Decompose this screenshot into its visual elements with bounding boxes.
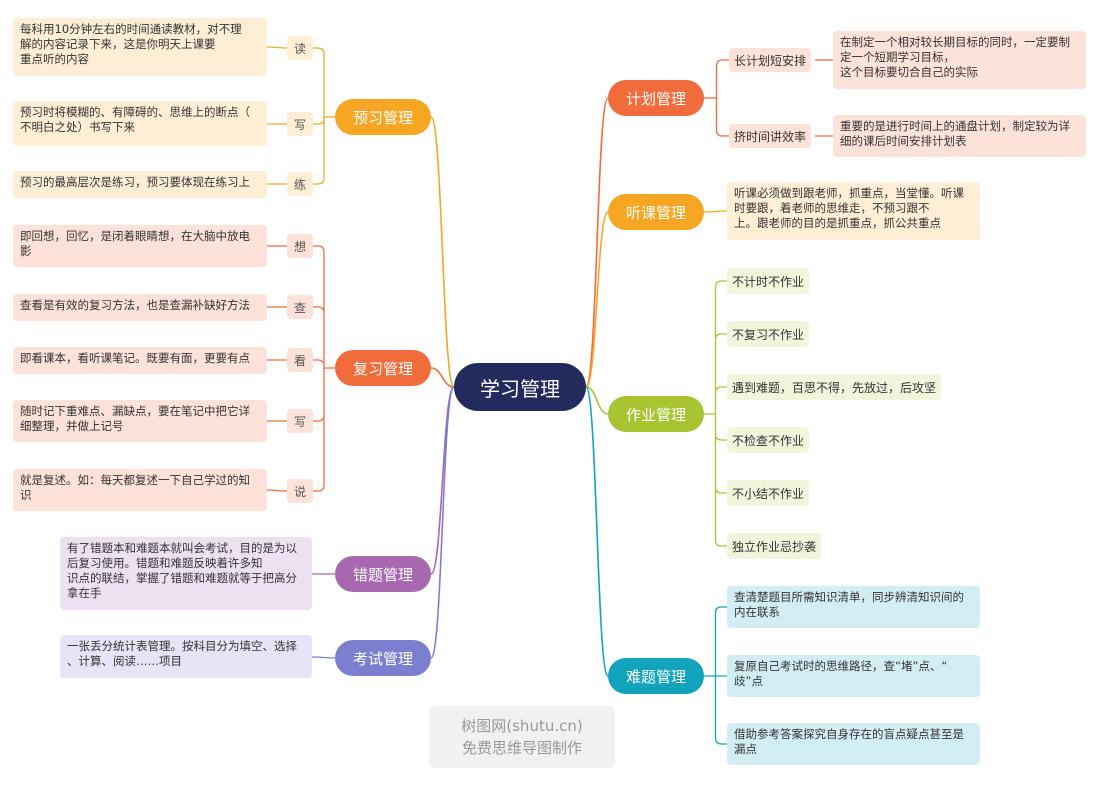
connector-line [703, 210, 728, 213]
preview-leaf-write[interactable]: 预习时将模糊的、有障碍的、思维上的断点（ 不明白之处）书写下来 [13, 101, 267, 146]
homework-item[interactable]: 不检查不作业 [727, 427, 810, 453]
connector-line [585, 386, 609, 677]
connector-line [266, 46, 288, 49]
watermark-line-2: 免费思维导图制作 [461, 739, 582, 757]
branch-preview[interactable]: 预习管理 [335, 99, 431, 135]
homework-item[interactable]: 独立作业忌抄袭 [727, 533, 822, 559]
connector-line [430, 386, 455, 575]
preview-tag-practice[interactable]: 练 [287, 172, 313, 196]
branch-review[interactable]: 复习管理 [335, 350, 431, 386]
connector-bracket [313, 47, 335, 185]
connector-line [585, 211, 609, 388]
connector-bracket [704, 59, 729, 137]
preview-leaf-practice[interactable]: 预习的最高层次是练习，预习要体现在练习上 [13, 171, 267, 198]
connector-line [430, 386, 455, 659]
connector-bracket [704, 606, 727, 745]
plan-leaf-squeeze-time[interactable]: 重要的是进行时间上的通盘计划，制定较为详 细的课后时间安排计划表 [833, 115, 1086, 157]
review-tag-think[interactable]: 想 [287, 234, 313, 258]
preview-leaf-read[interactable]: 每科用10分钟左右的时间通读教材，对不理 解的内容记录下来，这是你明天上课要 重… [13, 18, 267, 76]
branch-mistake[interactable]: 错题管理 [335, 556, 431, 592]
review-leaf-say[interactable]: 就是复述。如：每天都复述一下自己学过的知 识 [13, 469, 267, 511]
homework-item[interactable]: 不计时不作业 [727, 268, 810, 294]
plan-leaf-long-short[interactable]: 在制定一个相对较长期目标的同时，一定要制 定一个短期学习目标， 这个目标要切合自… [833, 31, 1086, 89]
connector-line [311, 656, 336, 659]
plan-tag-long-short[interactable]: 长计划短安排 [729, 48, 812, 72]
difficult-leaf[interactable]: 借助参考答案探究自身存在的盲点疑点甚至是 漏点 [727, 723, 980, 765]
review-tag-say[interactable]: 说 [287, 479, 313, 503]
branch-difficult[interactable]: 难题管理 [608, 658, 704, 694]
homework-item[interactable]: 不小结不作业 [727, 480, 810, 506]
connector-bracket [704, 280, 727, 547]
review-leaf-write[interactable]: 随时记下重难点、漏缺点，要在笔记中把它详 细整理，并做上记号 [13, 400, 267, 442]
watermark-line-1: 树图网(shutu.cn) [461, 717, 583, 735]
review-leaf-check[interactable]: 查看是有效的复习方法，也是查漏补缺好方法 [13, 294, 267, 321]
branch-listen[interactable]: 听课管理 [608, 194, 704, 230]
review-leaf-think[interactable]: 即回想，回忆，是闭着眼睛想，在大脑中放电 影 [13, 225, 267, 267]
branch-exam[interactable]: 考试管理 [335, 640, 431, 676]
exam-leaf[interactable]: 一张丢分统计表管理。按科目分为填空、选择 、计算、阅读……项目 [60, 635, 312, 678]
plan-tag-squeeze-time[interactable]: 挤时间讲效率 [729, 124, 812, 148]
connector-line [430, 116, 455, 388]
listen-leaf[interactable]: 听课必须做到跟老师，抓重点，当堂懂。听课 时要跟，着老师的思维走，不预习跟不 上… [727, 182, 980, 240]
difficult-leaf[interactable]: 查清楚题目所需知识清单，同步辨清知识间的 内在联系 [727, 586, 980, 628]
review-tag-write[interactable]: 写 [287, 409, 313, 433]
connector-line [585, 386, 609, 415]
preview-tag-read[interactable]: 读 [287, 36, 313, 60]
root-topic[interactable]: 学习管理 [454, 363, 586, 411]
difficult-leaf[interactable]: 复原自己考试时的思维路径，查“堵”点、“ 歧”点 [727, 655, 980, 697]
connector-line [430, 367, 455, 388]
mistake-leaf[interactable]: 有了错题本和难题本就叫会考试，目的是为以 后复习使用。错题和难题反映着许多知 识… [60, 537, 312, 610]
connector-line [266, 489, 288, 492]
homework-item[interactable]: 遇到难题，百思不得，先放过，后攻坚 [727, 374, 942, 400]
branch-homework[interactable]: 作业管理 [608, 396, 704, 432]
review-tag-look[interactable]: 看 [287, 348, 313, 372]
connector-line [585, 97, 609, 388]
review-tag-check[interactable]: 查 [287, 295, 313, 319]
branch-plan[interactable]: 计划管理 [608, 80, 704, 116]
connector-bracket [313, 245, 335, 492]
preview-tag-write[interactable]: 写 [287, 112, 313, 136]
homework-item[interactable]: 不复习不作业 [727, 321, 810, 347]
review-leaf-look[interactable]: 即看课本，看听课笔记。既要有面，更要有点 [13, 347, 267, 374]
watermark: 树图网(shutu.cn) 免费思维导图制作 [429, 706, 615, 768]
